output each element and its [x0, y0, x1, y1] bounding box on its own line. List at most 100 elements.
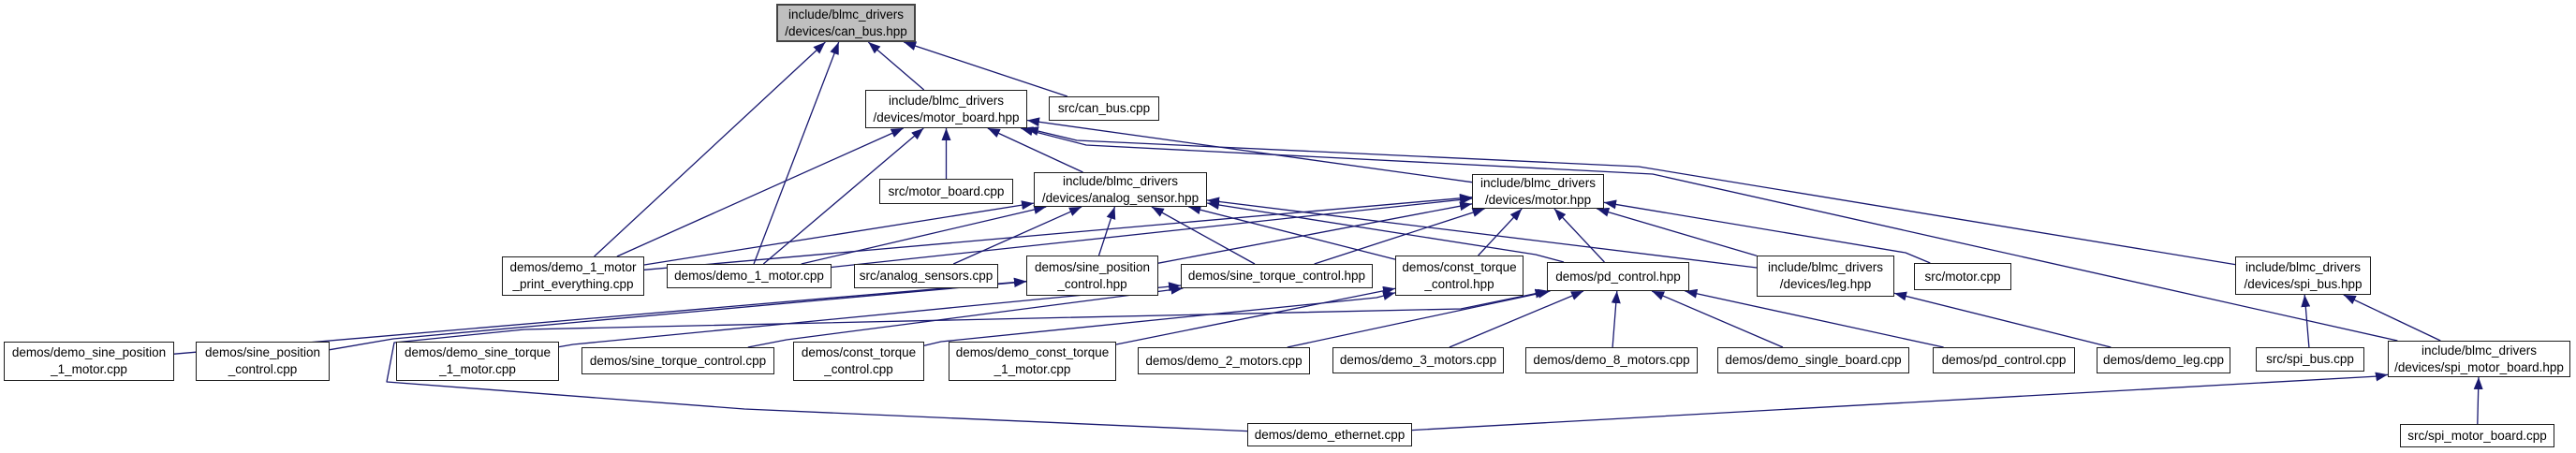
graph-node-label: demos/sine_torque_control.hpp [1187, 269, 1366, 284]
graph-node-demos-demo-sine-torque-1-motor-cpp[interactable]: demos/demo_sine_torque_1_motor.cpp [396, 342, 559, 381]
graph-node-demos-sine-position-control-cpp[interactable]: demos/sine_position_control.cpp [196, 342, 330, 381]
graph-node-demos-sine-position-control-hpp[interactable]: demos/sine_position _control.hpp [1026, 256, 1158, 296]
include-edge [1611, 290, 1621, 348]
graph-node-demos-sine-torque-control-hpp[interactable]: demos/sine_torque_control.hpp [1181, 264, 1373, 288]
include-edge [1478, 208, 1523, 256]
graph-node-label: src/spi_motor_board.cpp [2407, 428, 2547, 443]
include-edge [952, 206, 1082, 265]
graph-node-label: demos/demo_1_motor [509, 260, 637, 275]
include-edge [643, 193, 1473, 270]
graph-node-label: demos/const_torque [1402, 259, 1517, 274]
graph-node-label: demos/demo_single_board.cpp [1725, 353, 1902, 368]
graph-node-label: _1_motor.cpp [51, 362, 127, 376]
graph-node-label: demos/demo_1_motor.cpp [674, 269, 824, 284]
graph-node-label: src/motor_board.cpp [888, 183, 1005, 198]
graph-node-label: include/blmc_drivers [1767, 260, 1884, 275]
graph-node-label: src/can_bus.cpp [1057, 101, 1151, 116]
graph-node-label: include/blmc_drivers [2421, 343, 2538, 358]
include-edge [1597, 207, 1758, 256]
include-edge [1685, 288, 1944, 348]
include-edge [747, 285, 1184, 348]
graph-node-src-spi-motor-board-cpp[interactable]: src/spi_motor_board.cpp [2400, 424, 2554, 447]
graph-node-include-blmc-drivers-devices-motor-hpp[interactable]: include/blmc_drivers/devices/motor.hpp [1472, 174, 1604, 209]
graph-node-label: /devices/spi_motor_board.hpp [2394, 359, 2564, 374]
include-edge [1025, 126, 2236, 266]
graph-node-demos-demo-const-torque-1-motor-cpp[interactable]: demos/demo_const_torque_1_motor.cpp [949, 342, 1116, 381]
graph-node-include-blmc-drivers-devices-can-bus-hpp: include/blmc_drivers/devices/can_bus.hpp [776, 4, 916, 42]
graph-node-label: /devices/motor_board.hpp [873, 110, 1020, 124]
graph-node-label: /devices/motor.hpp [1484, 192, 1592, 207]
graph-node-label: _control.hpp [1424, 276, 1494, 291]
include-edge [1206, 197, 1758, 269]
include-edge [903, 41, 1068, 97]
graph-node-label: _control.hpp [1057, 276, 1127, 291]
graph-node-label: include/blmc_drivers [2245, 259, 2362, 274]
graph-node-label: demos/demo_3_motors.cpp [1339, 353, 1497, 368]
graph-node-demos-demo-3-motors-cpp[interactable]: demos/demo_3_motors.cpp [1332, 347, 1504, 373]
graph-node-demos-const-torque-control-hpp[interactable]: demos/const_torque _control.hpp [1395, 256, 1524, 296]
graph-node-demos-pd-control-cpp[interactable]: demos/pd_control.cpp [1933, 347, 2075, 373]
include-edge [643, 200, 1035, 266]
graph-node-demos-demo-8-motors-cpp[interactable]: demos/demo_8_motors.cpp [1525, 347, 1698, 373]
graph-node-label: include/blmc_drivers [1062, 173, 1179, 188]
graph-node-src-can-bus-cpp[interactable]: src/can_bus.cpp [1049, 96, 1159, 121]
include-edge [1411, 372, 2389, 431]
include-edge [1151, 206, 1256, 265]
include-edge [1314, 208, 1485, 265]
graph-node-include-blmc-drivers-devices-analog-sensor-hpp[interactable]: include/blmc_drivers/devices/analog_sens… [1034, 172, 1207, 207]
graph-node-label: /devices/analog_sensor.hpp [1041, 190, 1200, 205]
graph-node-label: demos/demo_sine_torque [404, 345, 552, 360]
include-edge [329, 278, 1027, 351]
graph-node-src-motor-cpp[interactable]: src/motor.cpp [1914, 263, 2011, 290]
include-edge [1651, 290, 1784, 348]
graph-node-label: src/analog_sensors.cpp [859, 269, 994, 284]
graph-node-demos-demo-1-motor-cpp[interactable]: demos/demo_1_motor.cpp [667, 264, 832, 288]
include-edge [1026, 117, 1473, 183]
graph-node-label: _1_motor.cpp [994, 362, 1071, 376]
graph-node-include-blmc-drivers-devices-motor-board-hpp[interactable]: include/blmc_drivers/devices/motor_board… [865, 90, 1027, 128]
graph-node-label: src/motor.cpp [1924, 269, 2001, 284]
graph-node-label: /devices/spi_bus.hpp [2244, 276, 2363, 291]
graph-node-include-blmc-drivers-devices-spi-bus-hpp[interactable]: include/blmc_drivers/devices/spi_bus.hpp [2235, 256, 2371, 295]
include-edge [594, 41, 826, 257]
graph-node-label: include/blmc_drivers [788, 7, 905, 22]
include-edge [1603, 199, 1931, 264]
include-edge [1893, 291, 2112, 348]
graph-node-demos-const-torque-control-cpp[interactable]: demos/const_torque _control.cpp [793, 342, 924, 381]
graph-node-label: demos/sine_position [1034, 259, 1151, 274]
graph-node-demos-demo-2-motors-cpp[interactable]: demos/demo_2_motors.cpp [1138, 347, 1310, 374]
graph-node-label: demos/pd_control.cpp [1941, 353, 2067, 368]
graph-node-src-analog-sensors-cpp[interactable]: src/analog_sensors.cpp [854, 264, 998, 288]
graph-node-demos-demo-1-motor-print-everything-cpp[interactable]: demos/demo_1_motor_print_everything.cpp [502, 256, 644, 296]
graph-node-label: _control.cpp [824, 362, 893, 376]
graph-node-src-motor-board-cpp[interactable]: src/motor_board.cpp [879, 179, 1013, 204]
graph-node-include-blmc-drivers-devices-leg-hpp[interactable]: include/blmc_drivers/devices/leg.hpp [1757, 256, 1894, 297]
include-edge [1188, 205, 1396, 260]
include-edge [1115, 285, 1396, 345]
include-edge [2473, 376, 2483, 425]
graph-node-demos-demo-sine-position-1-motor-cpp[interactable]: demos/demo_sine_position_1_motor.cpp [4, 342, 174, 381]
graph-node-label: demos/demo_ethernet.cpp [1254, 427, 1406, 442]
graph-node-label: demos/const_torque [801, 345, 917, 360]
include-edge [1553, 208, 1605, 263]
include-edge [831, 195, 1473, 269]
graph-node-label: demos/sine_torque_control.cpp [589, 353, 767, 368]
graph-node-src-spi-bus-cpp[interactable]: src/spi_bus.cpp [2256, 347, 2364, 372]
graph-node-demos-demo-ethernet-cpp[interactable]: demos/demo_ethernet.cpp [1247, 423, 1412, 446]
graph-node-demos-sine-torque-control-cpp[interactable]: demos/sine_torque_control.cpp [581, 347, 774, 374]
include-edge [987, 127, 1083, 173]
graph-node-demos-pd-control-hpp[interactable]: demos/pd_control.hpp [1547, 262, 1689, 291]
graph-node-label: src/spi_bus.cpp [2266, 352, 2354, 367]
include-edge [867, 41, 925, 91]
include-edge [1449, 290, 1584, 348]
include-edge [1157, 201, 1473, 264]
graph-node-demos-demo-leg-cpp[interactable]: demos/demo_leg.cpp [2097, 347, 2230, 373]
graph-node-demos-demo-single-board-cpp[interactable]: demos/demo_single_board.cpp [1717, 347, 1909, 373]
include-edge [558, 282, 1182, 348]
graph-node-label: demos/sine_position [204, 345, 321, 360]
include-edge [1206, 200, 1565, 263]
include-edge [1287, 288, 1551, 348]
graph-node-include-blmc-drivers-devices-spi-motor-board-hpp[interactable]: include/blmc_drivers/devices/spi_motor_b… [2388, 341, 2570, 377]
